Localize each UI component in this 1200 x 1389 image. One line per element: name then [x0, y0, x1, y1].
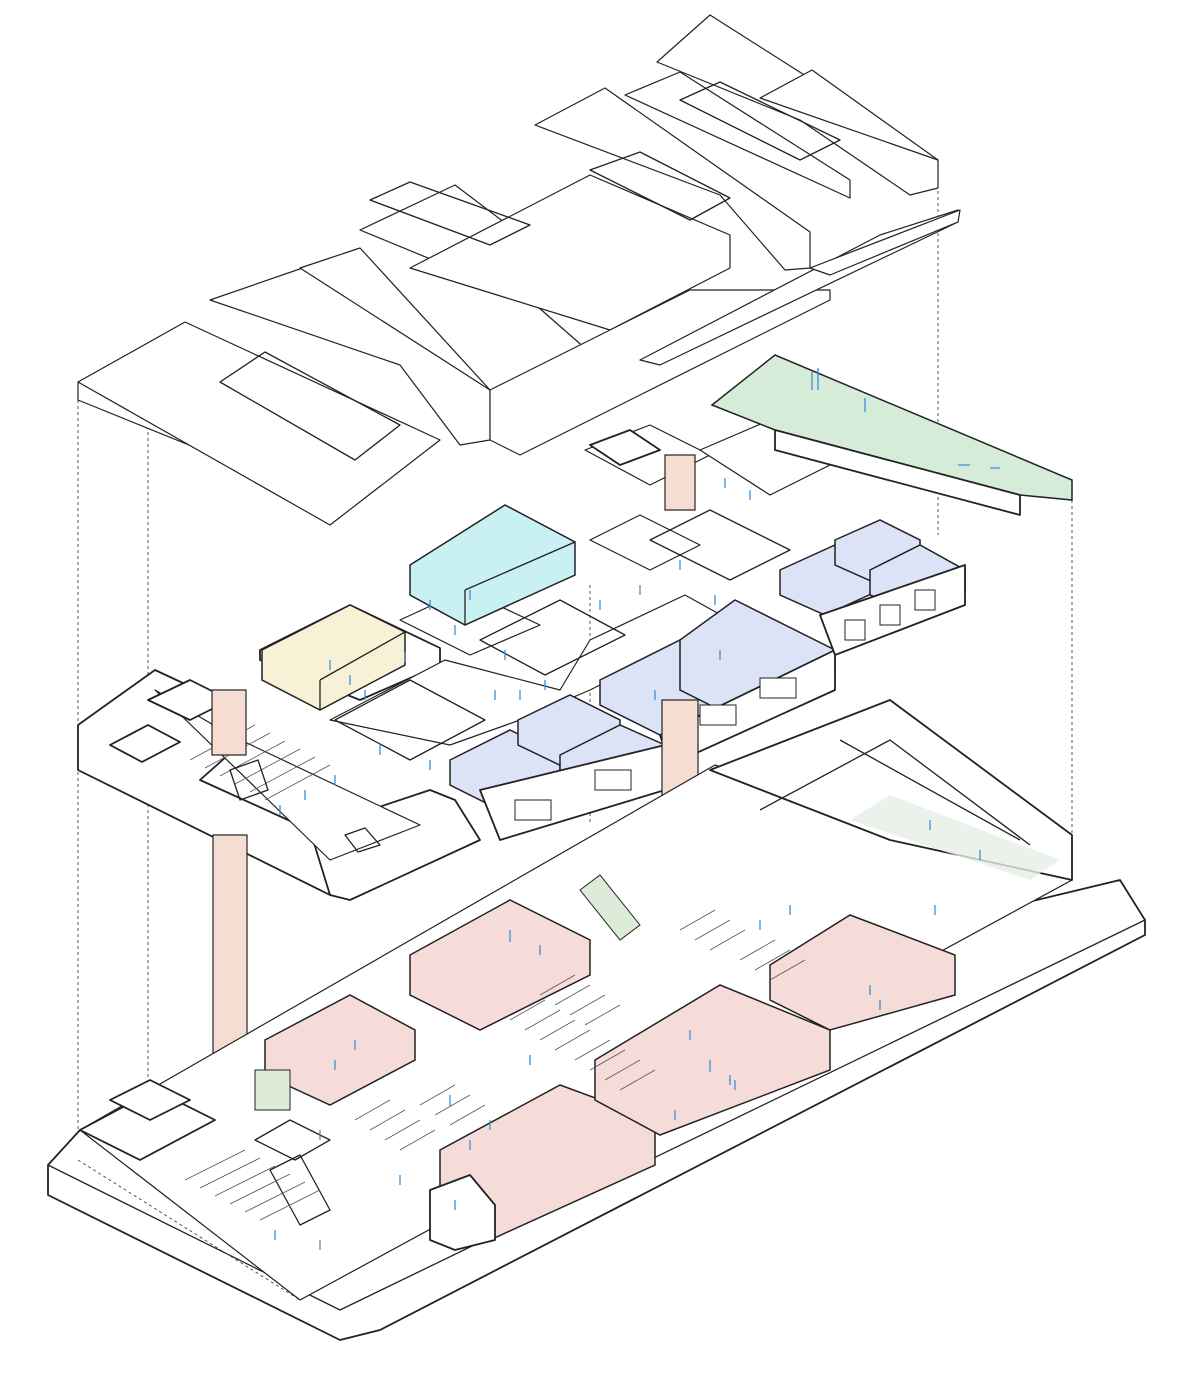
cyan-room: [409, 504, 576, 626]
void-1: [334, 679, 486, 761]
roof-plate-5: [489, 289, 831, 456]
upper-floor: [77, 354, 1073, 901]
roof-plate-4: [409, 174, 731, 331]
void-2: [479, 599, 626, 676]
roof-plate-1: [77, 321, 441, 526]
void-3: [649, 509, 791, 581]
ground-floor: [47, 699, 1146, 1341]
study-tables: [354, 909, 806, 1151]
pink-room-2: [409, 899, 591, 1031]
yellow-room: [261, 604, 406, 711]
pink-room-4: [594, 984, 831, 1136]
pink-room-5: [769, 914, 956, 1031]
people-figures: [274, 368, 1000, 1250]
roof-level: [77, 14, 961, 526]
